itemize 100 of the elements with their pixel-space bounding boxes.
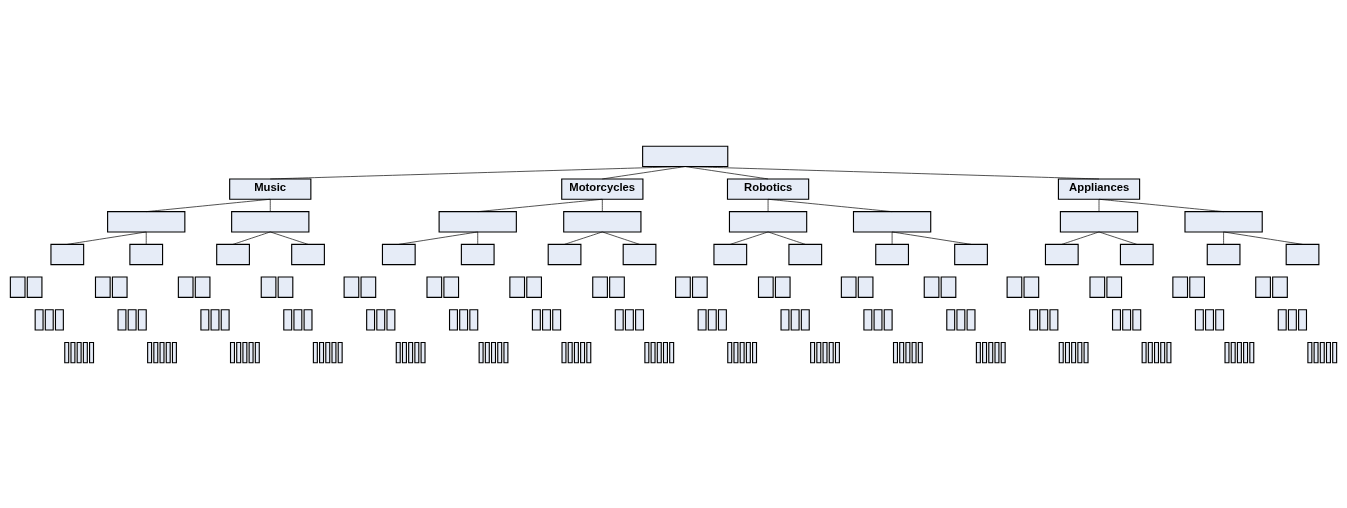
- node-box: [64, 341, 70, 363]
- node-box: [1029, 308, 1039, 331]
- node-box: [1184, 210, 1263, 232]
- node-box: [727, 341, 733, 363]
- node-box: [395, 341, 401, 363]
- node-box: [229, 341, 236, 363]
- node-box: [1172, 276, 1189, 298]
- node-box: [800, 308, 810, 331]
- node-box: [1106, 276, 1123, 298]
- node-box: Appliances: [1057, 177, 1141, 200]
- node-box: [89, 341, 95, 363]
- node-box: [774, 276, 791, 298]
- node-box: [107, 210, 186, 232]
- node-box: [1077, 341, 1083, 363]
- node-box: [1006, 276, 1023, 298]
- node-box: [1287, 308, 1297, 331]
- node-box: [216, 243, 250, 265]
- node-box: [171, 341, 177, 363]
- node-box: [757, 276, 774, 298]
- node-box: [1119, 243, 1154, 265]
- node-box: [343, 276, 360, 298]
- node-box: [707, 308, 717, 331]
- node-box: [1285, 243, 1320, 265]
- node-box: [580, 341, 586, 363]
- node-box: [484, 341, 490, 363]
- node-box: [1243, 341, 1249, 363]
- node-box: [982, 341, 988, 363]
- node-box: [1236, 341, 1242, 363]
- node-box: [414, 341, 420, 363]
- node-box: [1039, 308, 1049, 331]
- node-box: [248, 341, 254, 363]
- node-box: [873, 308, 883, 331]
- node-box: [291, 243, 325, 265]
- node-box: [1230, 341, 1236, 363]
- node-box: [1166, 341, 1172, 363]
- connector: [145, 198, 271, 212]
- node-box: [531, 308, 541, 331]
- connector: [398, 231, 479, 245]
- node-box: [923, 276, 940, 298]
- node-box: [1071, 341, 1077, 363]
- node-box: [26, 276, 43, 298]
- connector: [1223, 231, 1224, 245]
- node-box: [828, 341, 834, 363]
- node-box: [260, 276, 277, 298]
- node-box: [210, 308, 220, 331]
- node-box: [1313, 341, 1319, 363]
- node-box: [1000, 341, 1006, 363]
- node-box: [609, 276, 625, 298]
- connector: [602, 231, 640, 245]
- node-box: [111, 276, 128, 298]
- node-box: [1224, 341, 1230, 363]
- node-box: [443, 276, 460, 298]
- node-box: [1132, 308, 1142, 331]
- node-box: [1153, 341, 1160, 363]
- node-box: [1083, 341, 1089, 363]
- node-box: [526, 276, 542, 298]
- node-box: [717, 308, 727, 331]
- node-box: [567, 341, 573, 363]
- node-box: [863, 308, 873, 331]
- node-box: [50, 243, 85, 265]
- node-box: [1332, 341, 1338, 363]
- node-box: [503, 341, 509, 363]
- node-box: [460, 243, 495, 265]
- node-box: [420, 341, 426, 363]
- node-box: [177, 276, 194, 298]
- node-box: [745, 341, 751, 363]
- node-box: [360, 276, 377, 298]
- node-box: [438, 210, 517, 232]
- node-box: [810, 341, 816, 363]
- connector: [1098, 231, 1138, 245]
- node-box: [905, 341, 911, 363]
- node-box: [1111, 308, 1121, 331]
- node-box: [852, 210, 932, 232]
- node-box: [469, 308, 479, 331]
- connector: [232, 231, 271, 245]
- node-box: [147, 341, 153, 363]
- connector: [269, 165, 686, 179]
- node-box: [401, 341, 407, 363]
- node-box: [1277, 308, 1287, 331]
- node-box: [448, 308, 458, 331]
- node-box: [946, 308, 956, 331]
- node-box: [137, 308, 147, 331]
- node-box: [669, 341, 675, 363]
- connector: [1223, 231, 1303, 245]
- node-box: [547, 243, 582, 265]
- node-box: [733, 341, 739, 363]
- node-box: [1255, 276, 1271, 298]
- connector: [891, 231, 893, 245]
- node-box: Robotics: [726, 177, 810, 200]
- node-box: [153, 341, 159, 363]
- node-box: [622, 243, 657, 265]
- node-box: [1307, 341, 1313, 363]
- node-box: [644, 341, 650, 363]
- node-box: [1205, 308, 1215, 331]
- connector: [269, 198, 271, 212]
- node-box: [728, 210, 808, 232]
- connector: [602, 165, 686, 179]
- node-box: [459, 308, 469, 331]
- node-box: [1325, 341, 1331, 363]
- connector: [477, 198, 603, 212]
